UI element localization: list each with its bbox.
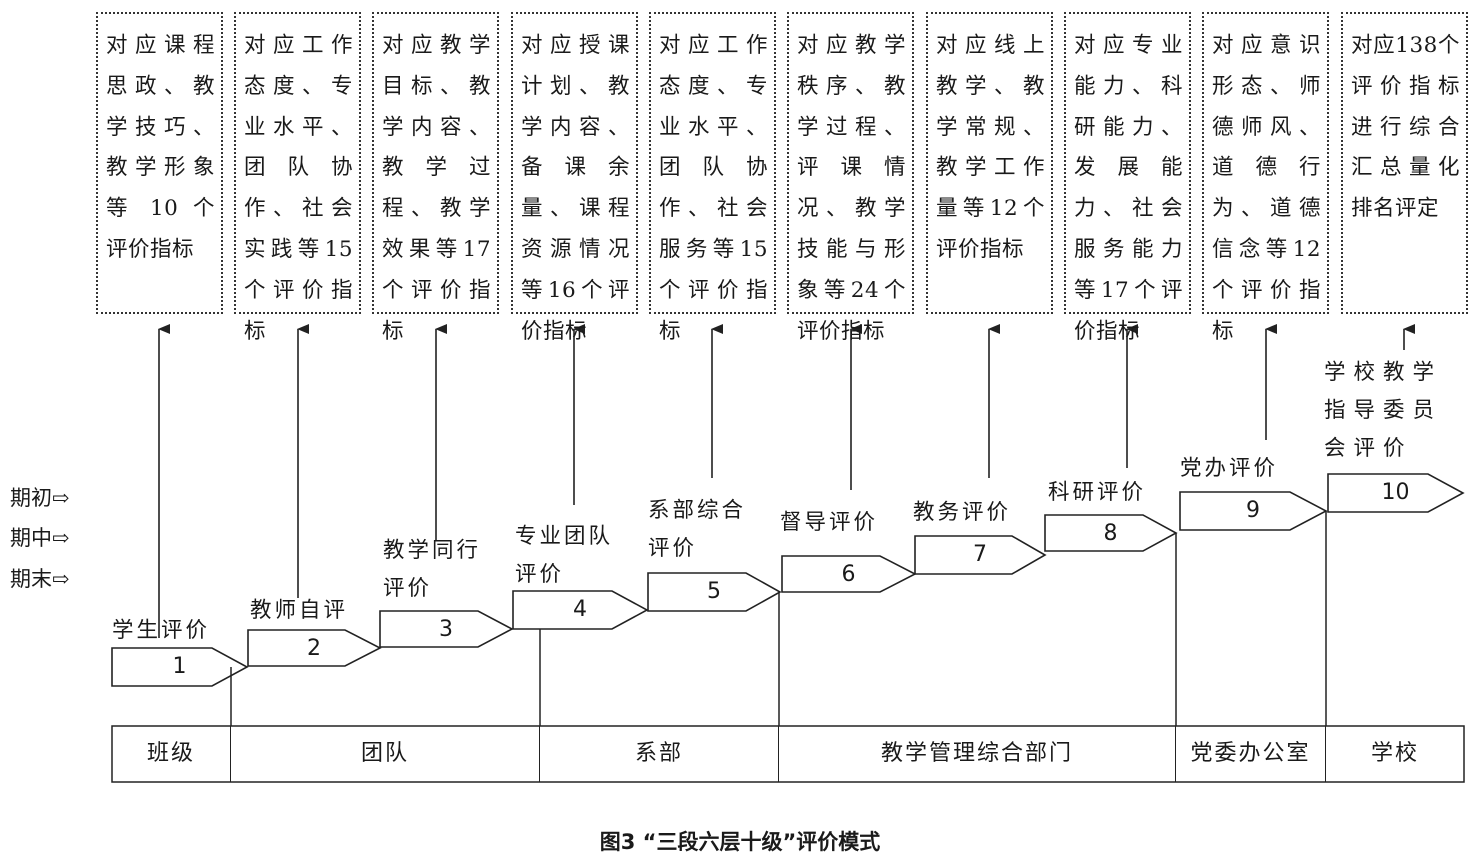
step-label-3: 教学同行评价: [383, 538, 482, 601]
indicator-box-5: 对应工作态度、专业水平、团队协作、社会服务等15个评价指标: [649, 12, 776, 344]
indicator-box-7: 对应线上教学、教学常规、教学工作量等12个评价指标: [926, 12, 1053, 314]
level-school: 学校: [1370, 741, 1419, 766]
period-mid: 期中⇨: [10, 526, 70, 550]
step-shape-1: [111, 647, 249, 687]
period-start: 期初⇨: [10, 486, 70, 510]
step-num-6: 6: [841, 562, 856, 587]
step-label-5: 系部综合评价: [648, 498, 747, 561]
step-shape-10: [1327, 473, 1465, 513]
period-end: 期末⇨: [10, 567, 70, 591]
step-num-9: 9: [1246, 498, 1260, 523]
level-class: 班级: [112, 726, 231, 782]
indicator-box-1: 对应课程思政、教学技巧、教学形象等 10 个评价指标: [96, 12, 223, 314]
step-label-10: 学校教学指导委员会评价: [1324, 360, 1443, 461]
figure-caption: 图3 “三段六层十级”评价模式: [599, 830, 881, 854]
step-shape-2: [247, 629, 382, 667]
step-label-8: 科研评价: [1048, 480, 1147, 505]
level-team: 团队: [231, 726, 540, 782]
step-shape-8: [1044, 514, 1178, 552]
step-label-9: 党办评价: [1180, 456, 1279, 481]
indicator-box-3: 对应教学目标、教学内容、教学过程、教学效果等17个评价指标: [372, 12, 499, 344]
step-num-3: 3: [439, 617, 453, 642]
step-shape-3: [379, 610, 514, 648]
indicator-box-6: 对应教学秩序、教学过程、评课情况、教学技能与形象等24个评价指标: [787, 12, 914, 344]
step-num-4: 4: [573, 597, 587, 622]
level-party-office: 党委办公室: [1176, 726, 1326, 782]
step-num-1: 1: [172, 654, 187, 679]
step-label-7: 教务评价: [913, 500, 1012, 525]
step-num-7: 7: [973, 542, 987, 567]
step-label-4: 专业团队评价: [515, 524, 614, 587]
step-label-2: 教师自评: [250, 598, 349, 623]
step-shape-9: [1179, 491, 1328, 531]
indicator-box-10: 对应138个评价指标进行综合汇总量化排名评定: [1341, 12, 1468, 314]
step-label-1: 学生评价: [112, 618, 211, 643]
step-shape-7: [914, 535, 1047, 575]
indicator-box-9: 对应意识形态、师德师风、道德行为、道德信念等12个评价指标: [1202, 12, 1329, 344]
step-num-5: 5: [707, 579, 721, 604]
step-shape-4: [512, 590, 649, 630]
step-num-8: 8: [1103, 521, 1118, 546]
level-teaching-management: 教学管理综合部门: [779, 726, 1176, 782]
indicator-box-4: 对应授课计划、教学内容、备课余量、课程资源情况等16个评价指标: [511, 12, 638, 344]
indicator-box-8: 对应专业能力、科研能力、发展能力、社会服务能力等17个评价指标: [1064, 12, 1191, 344]
step-shape-6: [781, 555, 917, 593]
level-department: 系部: [540, 726, 779, 782]
step-num-10: 10: [1381, 480, 1410, 505]
step-label-6: 督导评价: [780, 510, 879, 535]
indicator-box-2: 对应工作态度、专业水平、团队协作、社会实践等15个评价指标: [234, 12, 361, 344]
step-shape-5: [647, 572, 782, 612]
step-num-2: 2: [307, 636, 321, 661]
